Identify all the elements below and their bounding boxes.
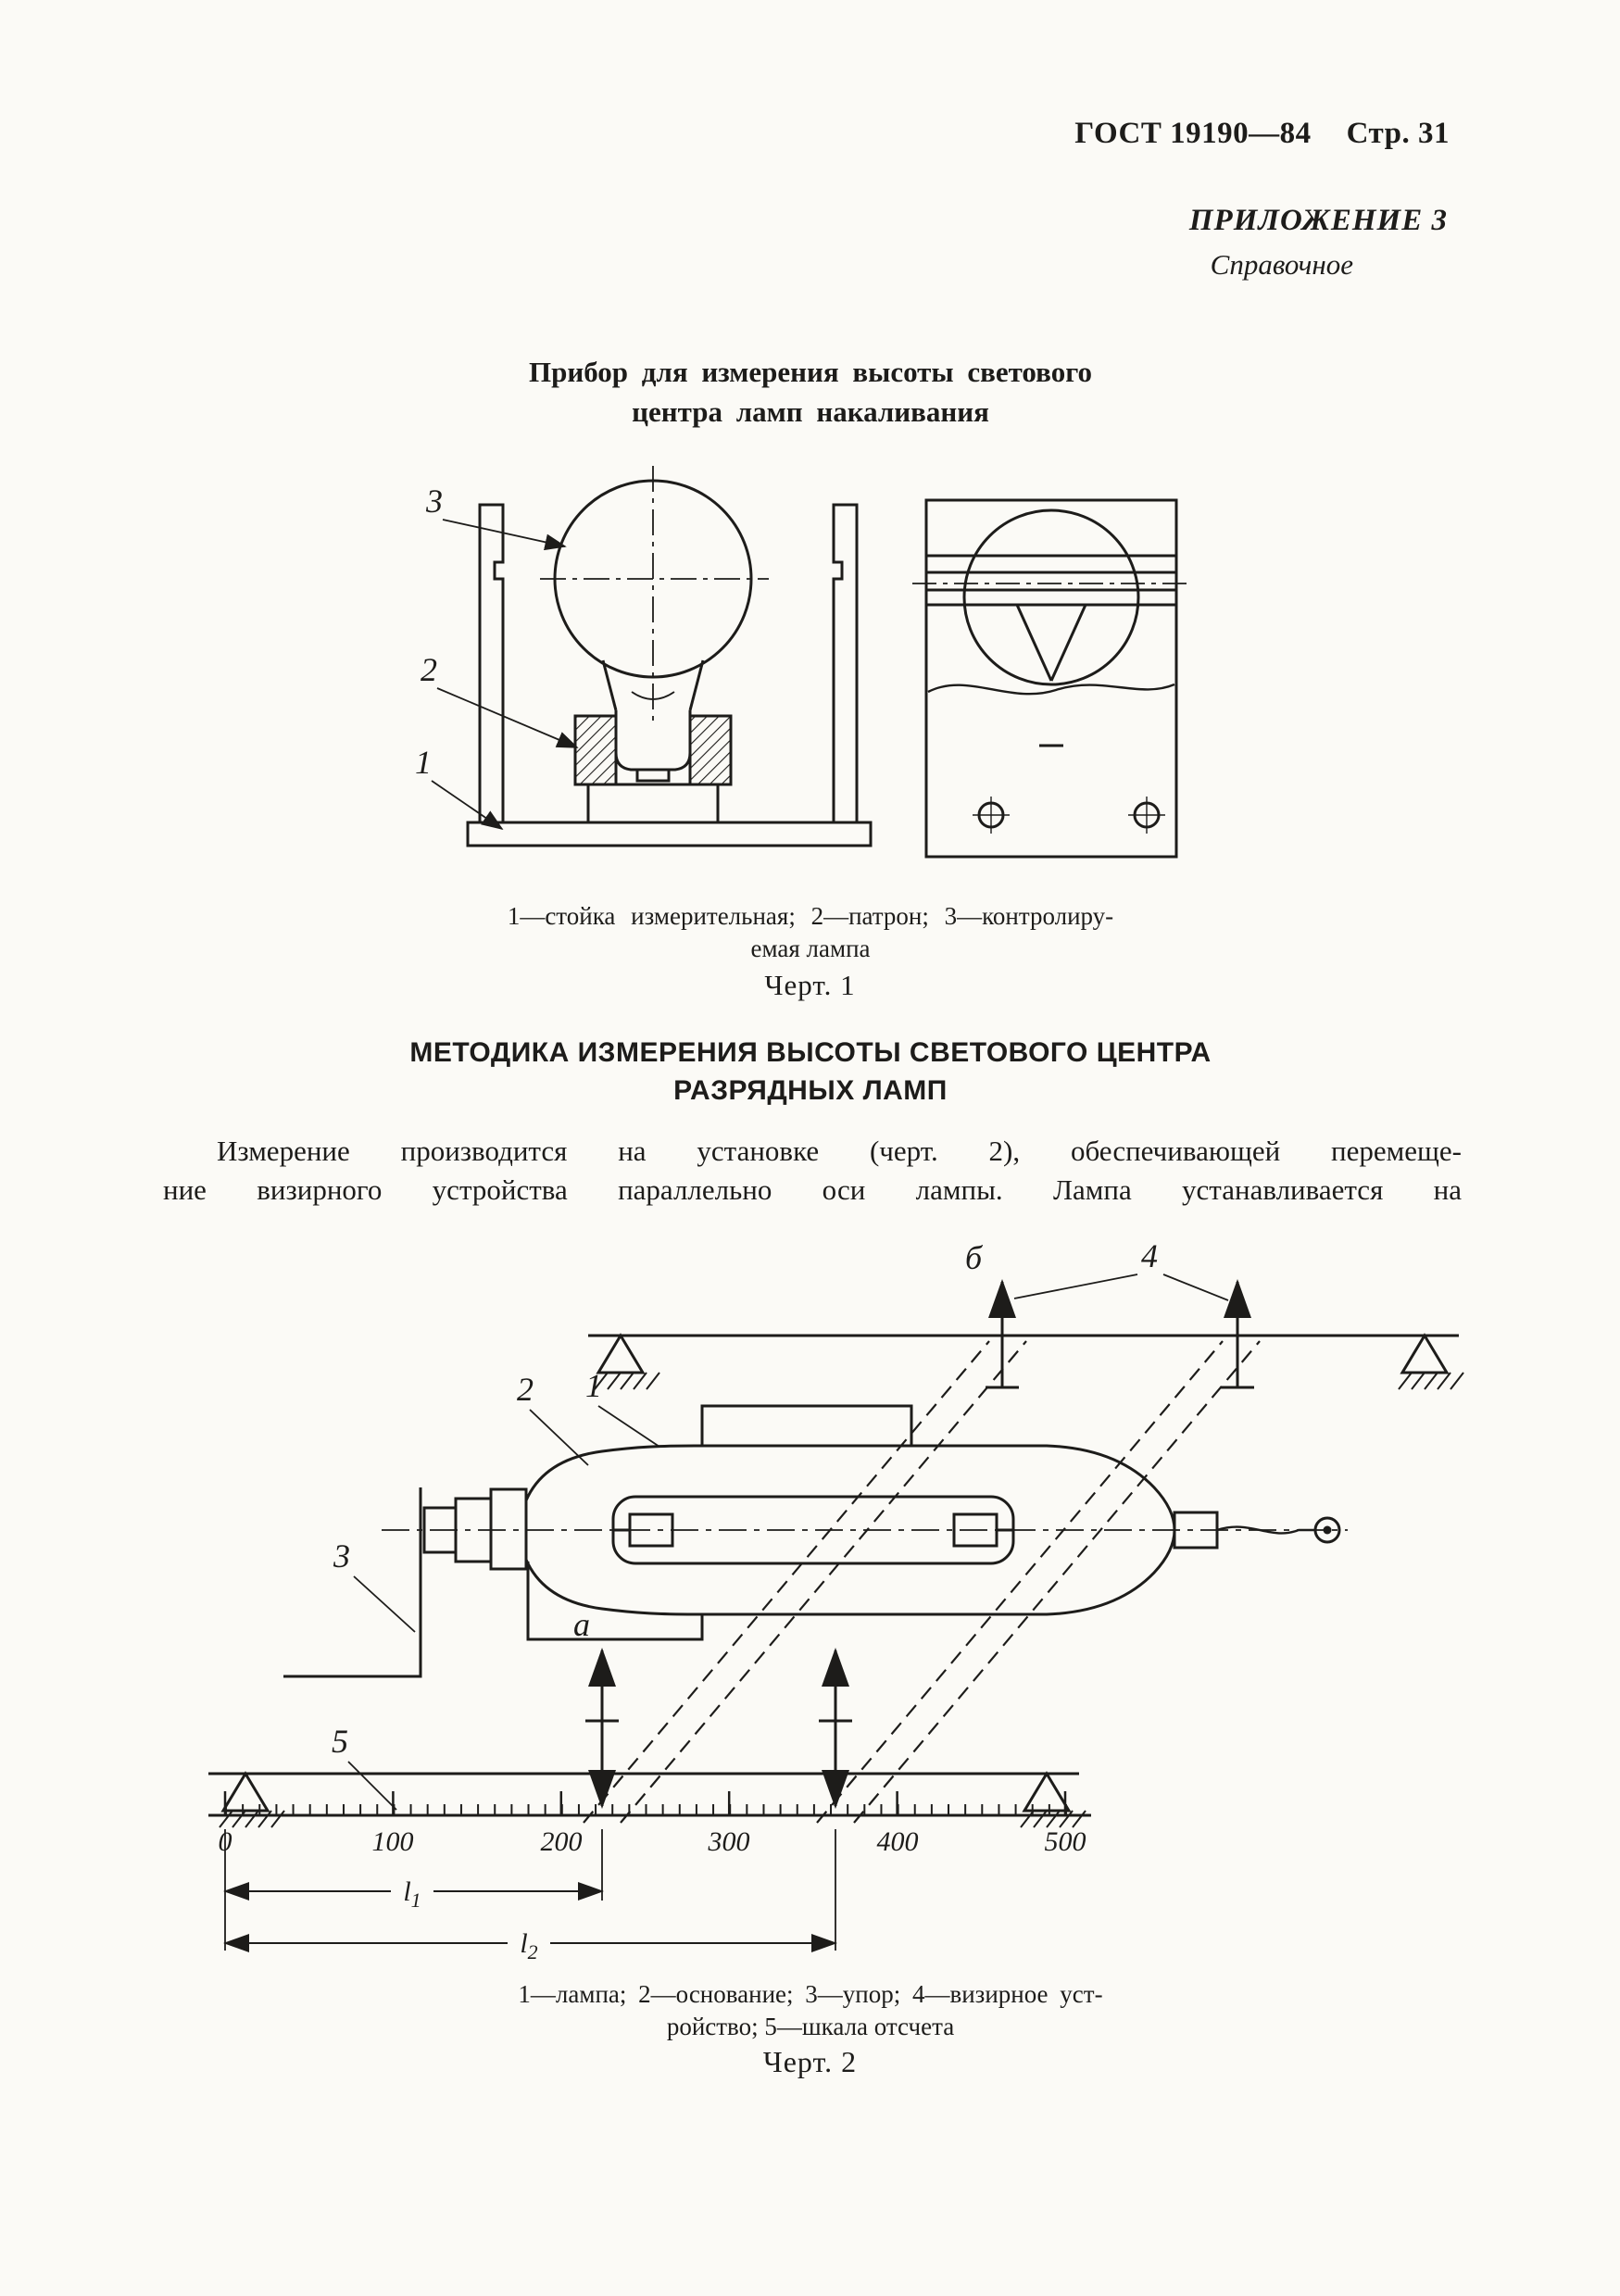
page-number: Стр. 31 [1346, 117, 1450, 150]
body-paragraph: Измерение производится на установке (чер… [163, 1132, 1462, 1210]
front-view-center-marks [912, 583, 1187, 834]
lamp-top-mount [700, 1404, 913, 1446]
figure2-label: Черт. 2 [762, 2045, 858, 2078]
scale-tick-400: 400 [877, 1826, 919, 1857]
callout-4-sight-device: 4 [1141, 1237, 1158, 1274]
ground-hatch-top-left [594, 1372, 660, 1390]
figure2-caption-line2: ройство; 5—шкала отсчета [666, 2013, 955, 2040]
scale-tick-300: 300 [708, 1826, 750, 1857]
figure1-callouts: 3 2 1 [415, 483, 579, 831]
callout-3-lamp: 3 [425, 483, 443, 520]
dimension-l1: l1 [223, 1876, 604, 1912]
lamp-socket [573, 714, 733, 824]
measuring-arrows [585, 1648, 852, 1809]
figure1-title-line2: центра ламп накаливания [632, 395, 989, 428]
page-header: ГОСТ 19190—84 Стр. 31 [0, 117, 1450, 151]
callout-3-stop: 3 [333, 1537, 350, 1575]
figure1-title: Прибор для измерения высоты светового це… [278, 352, 1343, 432]
figure1-title-line1: Прибор для измерения высоты светового [528, 356, 1092, 388]
callout-1-stand: 1 [415, 744, 432, 781]
major-ticks [223, 1791, 1067, 1815]
stop-bracket [283, 1487, 422, 1678]
callout-a: а [573, 1606, 590, 1643]
appendix-subtitle: Справочное [1210, 248, 1353, 281]
callout-2-socket: 2 [421, 651, 437, 688]
figure1-caption: 1—стойка измерительная; 2—патрон; 3—конт… [278, 900, 1343, 965]
appendix-title: ПРИЛОЖЕНИЕ 3 [1188, 204, 1448, 237]
stand-front-view [924, 498, 1178, 859]
doc-reference: ГОСТ 19190—84 [1074, 117, 1312, 150]
lamp-bulb-front [962, 508, 1140, 686]
figure1-caption-line1: 1—стойка измерительная; 2—патрон; 3—конт… [507, 902, 1114, 930]
lamp-base-step [526, 1562, 704, 1641]
callout-4-leaders [1013, 1273, 1229, 1301]
paragraph-line1: Измерение производится на установке (чер… [217, 1135, 1462, 1167]
section-heading-line1: МЕТОДИКА ИЗМЕРЕНИЯ ВЫСОТЫ СВЕТОВОГО ЦЕНТ… [409, 1037, 1212, 1068]
callout-5-scale: 5 [332, 1723, 348, 1760]
dim-l2-label: l2 [520, 1928, 537, 1964]
callout-b: б [965, 1239, 984, 1276]
reading-scale: 0 100 200 300 400 500 [208, 1791, 1091, 1857]
figure1-caption-line2: емая лампа [750, 935, 871, 962]
ground-hatch-top-right [1398, 1372, 1464, 1390]
figure1-label: Черт. 1 [764, 969, 856, 1001]
scale-tick-100: 100 [372, 1826, 414, 1857]
callout-2-base: 2 [517, 1371, 534, 1408]
section-heading: МЕТОДИКА ИЗМЕРЕНИЯ ВЫСОТЫ СВЕТОВОГО ЦЕНТ… [139, 1034, 1482, 1110]
dim-l1-label: l1 [403, 1876, 421, 1912]
sight-lines [583, 1340, 1261, 1824]
top-guide-rail [588, 1333, 1464, 1390]
figure2-caption: 1—лампа; 2—основание; 3—упор; 4—визирное… [278, 1978, 1343, 2043]
figure2-caption-line1: 1—лампа; 2—основание; 3—упор; 4—визирное… [518, 1980, 1103, 2008]
callout-1-lamp: 1 [585, 1367, 602, 1404]
dimension-l2: l2 [223, 1928, 837, 1964]
center-lines-side-view [540, 466, 769, 723]
paragraph-line2: ние визирного устройства параллельно оси… [163, 1173, 1462, 1206]
scale-tick-200: 200 [541, 1826, 583, 1857]
scale-tick-500: 500 [1045, 1826, 1086, 1857]
section-heading-line2: РАЗРЯДНЫХ ЛАМП [673, 1075, 948, 1106]
figure1-drawing: 3 2 1 [415, 466, 1187, 859]
figure2-drawing: б 4 [208, 1237, 1464, 1964]
minor-ticks [225, 1799, 1067, 1815]
